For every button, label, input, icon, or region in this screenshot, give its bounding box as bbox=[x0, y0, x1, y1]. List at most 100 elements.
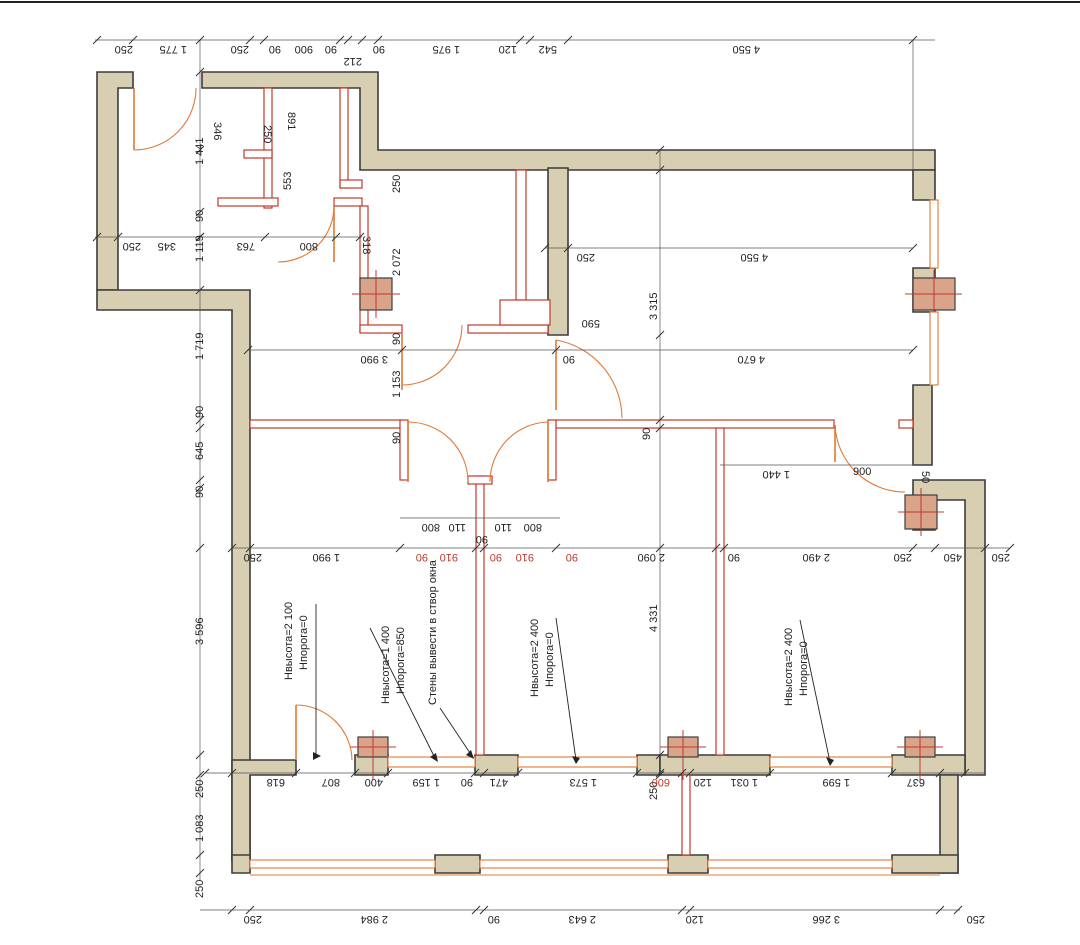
dimension-tick bbox=[331, 232, 341, 242]
dim-mid-4: 90 bbox=[490, 551, 502, 563]
dim-250d: 250 bbox=[577, 251, 595, 263]
dim-345: 345 bbox=[158, 240, 176, 252]
dimension-tick bbox=[632, 768, 642, 778]
dimension-tick bbox=[227, 905, 237, 915]
dimension-tick bbox=[677, 768, 687, 778]
dim-left-1: 90 bbox=[194, 210, 206, 222]
dim-250b: 250 bbox=[261, 125, 273, 143]
dim-top-10: 542 bbox=[539, 43, 557, 55]
dimension-ticks bbox=[92, 35, 1015, 915]
dimension-tick bbox=[540, 243, 550, 253]
dimension-tick bbox=[551, 345, 561, 355]
dim-left-0: 1 441 bbox=[194, 137, 206, 165]
dimension-tick bbox=[195, 483, 205, 493]
dim-b1-8: 120 bbox=[694, 776, 712, 788]
dimension-tick bbox=[655, 415, 665, 425]
dim-b1-11: 637 bbox=[907, 776, 925, 788]
dim-mid-5: 910 bbox=[516, 551, 534, 563]
window-arrowhead-4 bbox=[826, 757, 834, 766]
dim-3990: 3 990 bbox=[360, 353, 388, 365]
dim-90b: 90 bbox=[391, 333, 403, 345]
dimension-tick bbox=[128, 35, 138, 45]
dimension-tick bbox=[980, 543, 990, 553]
dimension-tick bbox=[355, 232, 365, 242]
dim-900: 900 bbox=[853, 466, 871, 478]
dimension-tick bbox=[195, 285, 205, 295]
dim-mid-7: 2 090 bbox=[637, 551, 665, 563]
dim-1153: 1 153 bbox=[391, 370, 403, 398]
dimension-tick bbox=[373, 35, 383, 45]
dim-mid-2: 90 bbox=[416, 551, 428, 563]
dim-top-6: 212 bbox=[344, 55, 362, 67]
dim-50: 50 bbox=[919, 471, 931, 483]
window-arrow-2 bbox=[369, 627, 437, 761]
dimension-tick bbox=[195, 145, 205, 155]
dimension-lines bbox=[95, 39, 1010, 911]
dim-590: 590 bbox=[582, 317, 600, 329]
dimension-tick bbox=[245, 905, 255, 915]
dim-top-3: 90 bbox=[269, 43, 281, 55]
dim-mid-0: 250 bbox=[244, 551, 262, 563]
dim-250-side: 250 bbox=[648, 782, 660, 800]
dimension-tick bbox=[195, 67, 205, 77]
dim-b1-6: 1 573 bbox=[569, 776, 597, 788]
dimension-tick bbox=[92, 35, 102, 45]
dimension-tick bbox=[655, 543, 665, 553]
dimension-tick bbox=[195, 770, 205, 780]
dim-b2-0: 250 bbox=[244, 913, 262, 925]
doors bbox=[133, 87, 906, 761]
dim-4670: 4 670 bbox=[737, 353, 765, 365]
dim-b1-10: 1 599 bbox=[822, 776, 850, 788]
dim-mid-10: 250 bbox=[894, 551, 912, 563]
inner-dimensions: 250 345 763 800 318 346 250 891 553 250 … bbox=[123, 112, 931, 545]
dimension-tick bbox=[960, 768, 970, 778]
dim-b1-7: 600 bbox=[652, 776, 670, 788]
dim-318: 318 bbox=[360, 236, 372, 254]
dim-left-4: 90 bbox=[194, 406, 206, 418]
dimension-tick bbox=[677, 905, 687, 915]
dim-800a: 800 bbox=[300, 240, 318, 252]
dimension-tick bbox=[513, 768, 523, 778]
dimension-tick bbox=[525, 35, 535, 45]
dim-90d: 90 bbox=[476, 533, 488, 545]
dimension-tick bbox=[935, 905, 945, 915]
dim-mid-6: 90 bbox=[566, 551, 578, 563]
dimension-tick bbox=[719, 543, 729, 553]
dimension-tick bbox=[655, 165, 665, 175]
dim-mid-8: 90 bbox=[728, 551, 740, 563]
dim-b2-6: 250 bbox=[967, 913, 985, 925]
dim-800b: 800 bbox=[422, 521, 440, 533]
dimension-tick bbox=[227, 543, 237, 553]
dim-90a: 90 bbox=[563, 353, 575, 365]
bottom-dimensions-row2: 250 2 984 90 2 643 120 3 266 250 bbox=[244, 913, 985, 925]
dim-110b: 110 bbox=[494, 521, 512, 533]
dimension-tick bbox=[655, 423, 665, 433]
window-arrowhead-3 bbox=[572, 756, 580, 764]
dimension-tick bbox=[655, 330, 665, 340]
dim-top-7: 90 bbox=[373, 43, 385, 55]
dim-mid-3: 910 bbox=[440, 551, 458, 563]
windows bbox=[249, 199, 940, 876]
partitions bbox=[217, 87, 914, 856]
dimension-tick bbox=[685, 905, 695, 915]
dim-b1-5: 471 bbox=[490, 776, 508, 788]
dimension-tick bbox=[227, 768, 237, 778]
dimension-tick bbox=[655, 145, 665, 155]
dim-b2-4: 120 bbox=[686, 913, 704, 925]
dimension-tick bbox=[195, 543, 205, 553]
dim-left-8: 250 bbox=[194, 780, 206, 798]
dimension-tick bbox=[195, 35, 205, 45]
dimension-tick bbox=[245, 35, 255, 45]
window-note-2-height: Hвысота=1 400 bbox=[380, 626, 392, 704]
wall-note-arrowhead bbox=[466, 750, 474, 759]
window-note-1-height: Hвысота=2 100 bbox=[283, 602, 295, 680]
dim-553: 553 bbox=[282, 172, 294, 190]
dimension-tick bbox=[479, 768, 489, 778]
dim-b2-2: 90 bbox=[488, 913, 500, 925]
wall-note: Стены вывести в створ окна bbox=[427, 559, 439, 705]
window-arrow-4 bbox=[799, 619, 831, 763]
dimension-tick bbox=[953, 905, 963, 915]
window-arrowhead-2 bbox=[430, 753, 438, 762]
window-notes: Hвысота=2 100 Hпорога=0 Hвысота=1 400 Hп… bbox=[283, 559, 834, 766]
dimension-tick bbox=[655, 750, 665, 760]
